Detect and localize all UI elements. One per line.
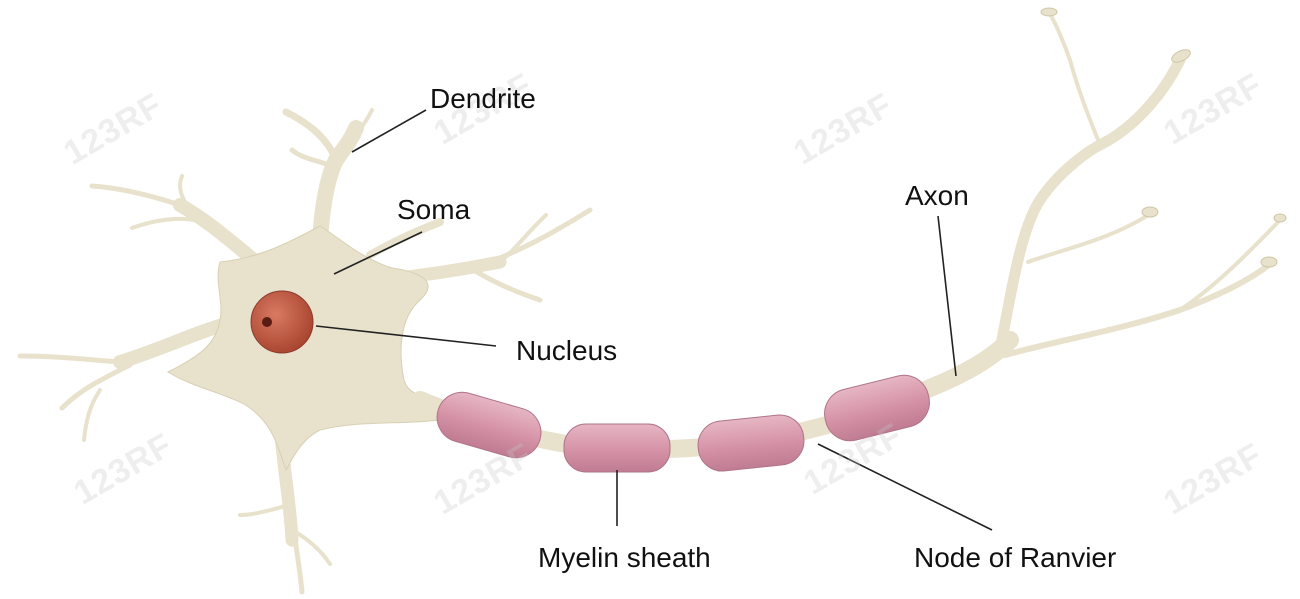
axon-terminals: [994, 12, 1282, 358]
dendrite-leader-line: [351, 109, 427, 153]
myelin-segments: [436, 374, 930, 473]
myelin-sheath-label: Myelin sheath: [538, 542, 711, 573]
dendrite-label: Dendrite: [430, 83, 536, 114]
soma-body: [166, 225, 441, 472]
soma-label: Soma: [397, 194, 471, 225]
myelin-segment: [436, 391, 542, 459]
axon-leader-line: [937, 215, 957, 377]
dendrites: [17, 108, 593, 595]
nucleolus: [262, 317, 272, 327]
axon-label: Axon: [905, 180, 969, 211]
node-of-ranvier-label: Node of Ranvier: [914, 542, 1117, 573]
nucleus: [250, 290, 314, 354]
leader-lines: [315, 109, 993, 531]
nucleus-label: Nucleus: [516, 335, 618, 366]
nucleus-leader-line: [315, 325, 497, 347]
soma-leader-line: [333, 231, 423, 275]
terminal-buttons: [1040, 7, 1287, 268]
myelin-segment: [824, 374, 930, 442]
myelin-segment: [563, 423, 671, 473]
myelin-segment: [697, 414, 805, 472]
node-leader-line: [817, 443, 993, 531]
